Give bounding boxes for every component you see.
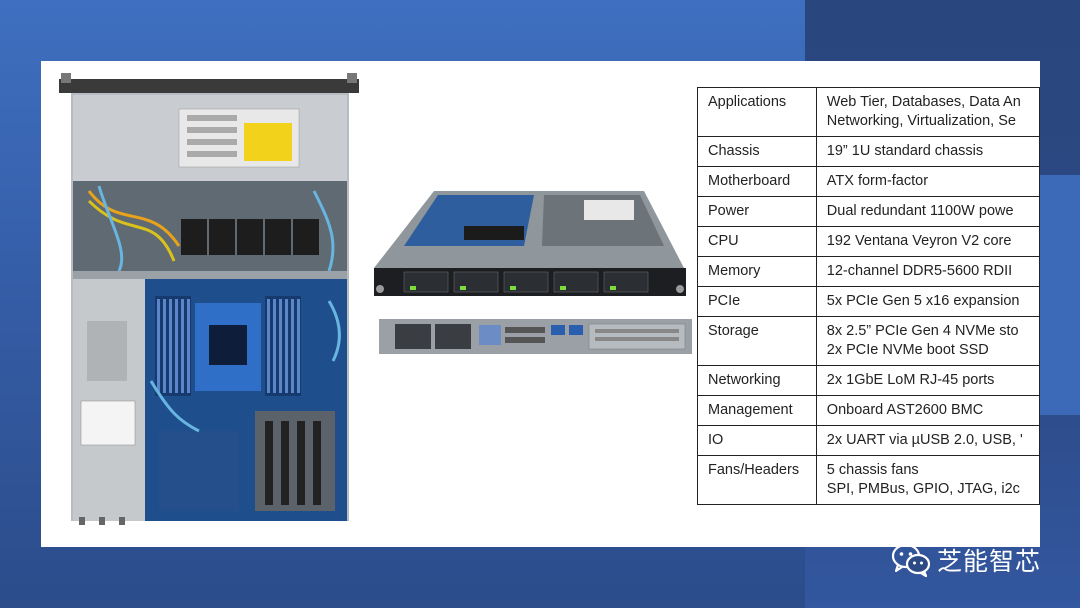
spec-value: Onboard AST2600 BMC <box>815 395 1040 426</box>
spec-label: IO <box>697 425 817 456</box>
spec-label: PCIe <box>697 286 817 317</box>
watermark-text: 芝能智芯 <box>937 547 1042 576</box>
spec-value-line: 5 chassis fans <box>826 462 919 478</box>
spec-value-line: Networking, Virtualization, Se <box>826 113 1016 129</box>
spec-label: Networking <box>697 365 817 396</box>
spec-value: 12-channel DDR5-5600 RDII <box>815 256 1040 287</box>
background-accent-band <box>1040 175 1080 415</box>
spec-value-line: 2x UART via µUSB 2.0, USB, ' <box>826 432 1023 448</box>
spec-value-line: ATX form-factor <box>826 173 929 189</box>
spec-row-motherboard: Motherboard ATX form-factor <box>697 166 1040 197</box>
spec-value-line: SPI, PMBus, GPIO, JTAG, i2c <box>826 481 1020 497</box>
server-rear-view-image <box>379 319 692 354</box>
spec-value: 2x UART via µUSB 2.0, USB, ' <box>815 425 1040 456</box>
spec-label: Applications <box>697 87 817 137</box>
spec-value: 19” 1U standard chassis <box>815 136 1040 167</box>
wechat-icon <box>891 543 931 578</box>
spec-value-line: 19” 1U standard chassis <box>826 143 984 159</box>
spec-row-memory: Memory 12-channel DDR5-5600 RDII <box>697 256 1040 287</box>
server-top-view-image <box>59 73 359 525</box>
spec-label: Motherboard <box>697 166 817 197</box>
spec-value: 192 Ventana Veyron V2 core <box>815 226 1040 257</box>
spec-row-chassis: Chassis 19” 1U standard chassis <box>697 136 1040 167</box>
spec-row-networking: Networking 2x 1GbE LoM RJ-45 ports <box>697 365 1040 396</box>
spec-value: 2x 1GbE LoM RJ-45 ports <box>815 365 1040 396</box>
spec-label: CPU <box>697 226 817 257</box>
spec-value: Web Tier, Databases, Data An Networking,… <box>815 87 1040 137</box>
spec-table: Applications Web Tier, Databases, Data A… <box>697 87 1040 505</box>
spec-row-power: Power Dual redundant 1100W powe <box>697 196 1040 227</box>
spec-label: Fans/Headers <box>697 455 817 505</box>
spec-value-line: 5x PCIe Gen 5 x16 expansion <box>826 293 1020 309</box>
spec-row-management: Management Onboard AST2600 BMC <box>697 395 1040 426</box>
spec-label: Memory <box>697 256 817 287</box>
spec-value-line: Dual redundant 1100W powe <box>826 203 1014 219</box>
server-front-view-image <box>374 191 686 296</box>
spec-value: 5 chassis fans SPI, PMBus, GPIO, JTAG, i… <box>815 455 1040 505</box>
spec-value-line: 12-channel DDR5-5600 RDII <box>826 263 1013 279</box>
spec-value: 5x PCIe Gen 5 x16 expansion <box>815 286 1040 317</box>
spec-value-line: 8x 2.5” PCIe Gen 4 NVMe sto <box>826 323 1019 339</box>
spec-row-storage: Storage 8x 2.5” PCIe Gen 4 NVMe sto 2x P… <box>697 316 1040 366</box>
spec-value-line: 2x 1GbE LoM RJ-45 ports <box>826 372 995 388</box>
slide-content: Applications Web Tier, Databases, Data A… <box>41 61 1040 547</box>
spec-row-cpu: CPU 192 Ventana Veyron V2 core <box>697 226 1040 257</box>
spec-row-applications: Applications Web Tier, Databases, Data A… <box>697 87 1040 137</box>
spec-row-io: IO 2x UART via µUSB 2.0, USB, ' <box>697 425 1040 456</box>
spec-value-line: 192 Ventana Veyron V2 core <box>826 233 1012 249</box>
watermark: 芝能智芯 <box>891 540 1041 580</box>
spec-row-pcie: PCIe 5x PCIe Gen 5 x16 expansion <box>697 286 1040 317</box>
spec-row-fans-headers: Fans/Headers 5 chassis fans SPI, PMBus, … <box>697 455 1040 505</box>
spec-value: 8x 2.5” PCIe Gen 4 NVMe sto 2x PCIe NVMe… <box>815 316 1040 366</box>
spec-label: Power <box>697 196 817 227</box>
spec-value-line: Web Tier, Databases, Data An <box>826 94 1021 110</box>
spec-label: Chassis <box>697 136 817 167</box>
spec-value: Dual redundant 1100W powe <box>815 196 1040 227</box>
spec-label: Storage <box>697 316 817 366</box>
spec-label: Management <box>697 395 817 426</box>
spec-value-line: Onboard AST2600 BMC <box>826 402 984 418</box>
spec-value: ATX form-factor <box>815 166 1040 197</box>
spec-value-line: 2x PCIe NVMe boot SSD <box>826 342 989 358</box>
